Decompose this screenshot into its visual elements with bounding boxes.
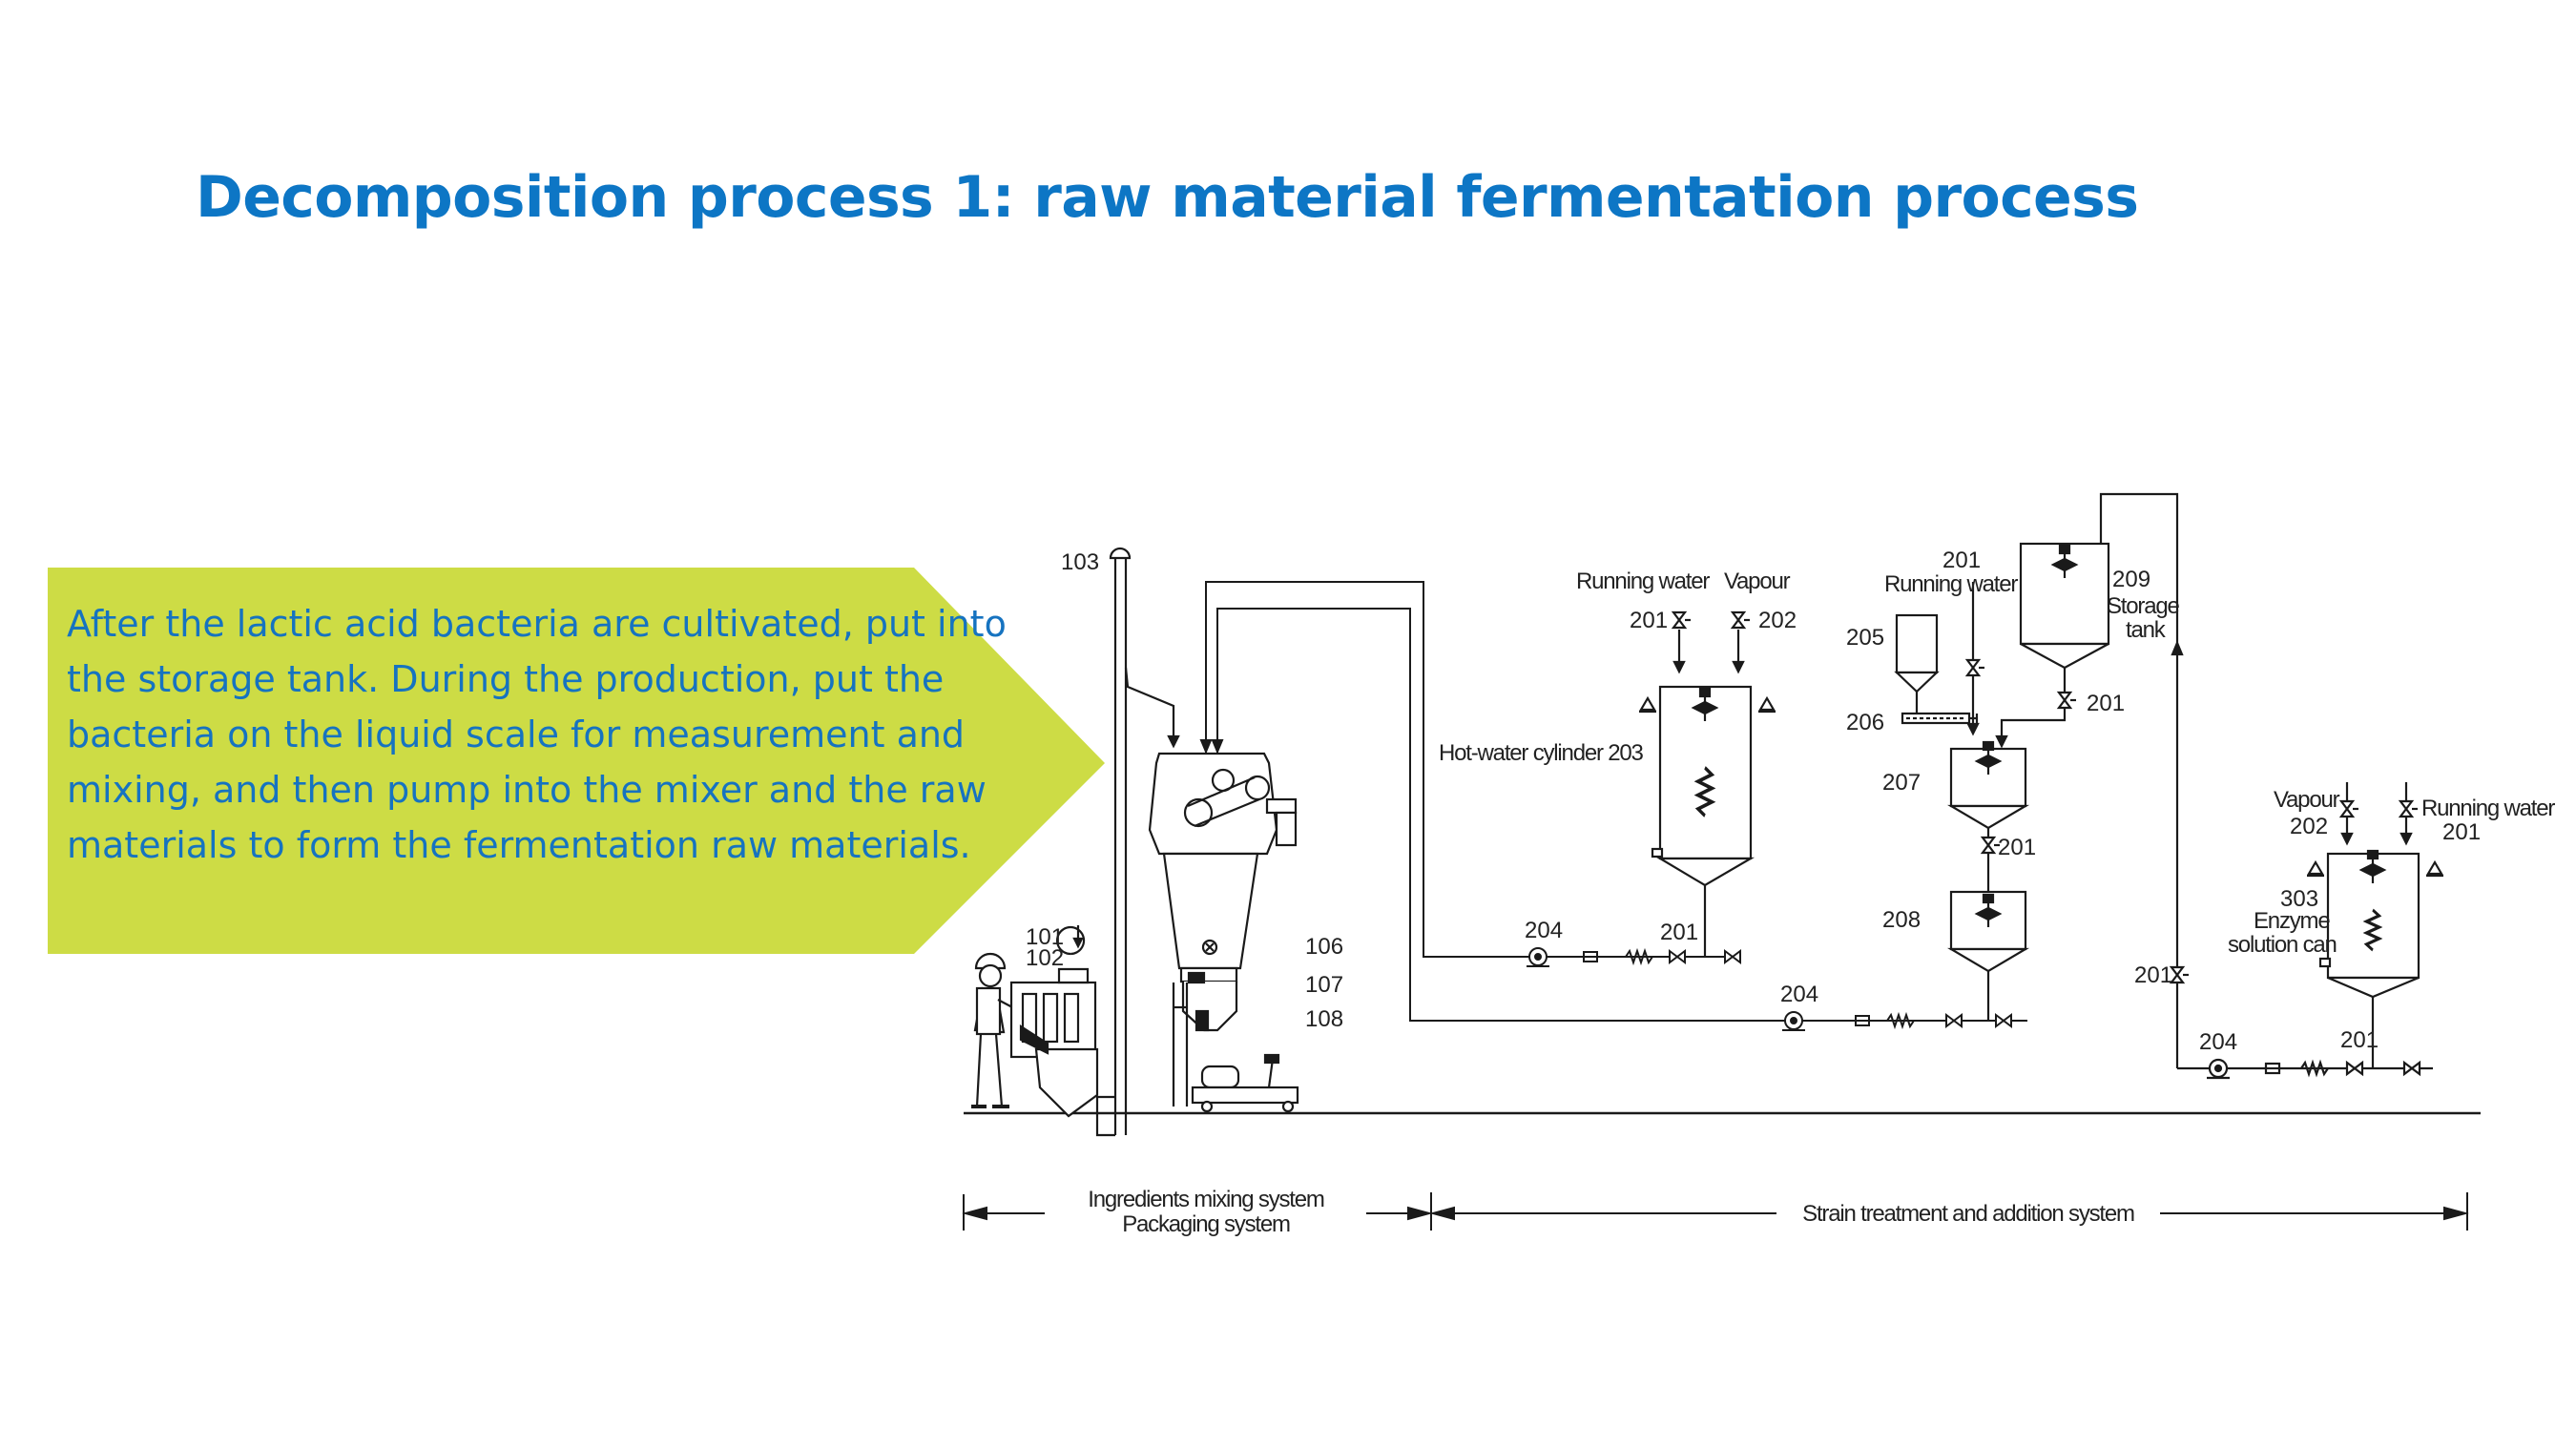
label-205: 205 (1846, 625, 1884, 651)
hot-water-cylinder-203 (1637, 610, 1777, 957)
label-201-g: 201 (2134, 962, 2172, 988)
label-packaging-system: Packaging system (1122, 1211, 1290, 1237)
label-hot-water-cylinder: Hot-water cylinder 203 (1439, 740, 1644, 766)
label-vapour-2: Vapour (2274, 787, 2340, 813)
label-202-a: 202 (1758, 608, 1797, 633)
label-207: 207 (1882, 770, 1921, 796)
label-103: 103 (1061, 549, 1099, 575)
storage-tank-209 (1995, 492, 2191, 1068)
label-204-b: 204 (1780, 982, 1818, 1007)
label-201-f: 201 (2442, 819, 2481, 845)
hopper-101-102 (1009, 925, 1099, 1118)
label-strain-treatment-system: Strain treatment and addition system (1802, 1201, 2134, 1227)
enzyme-can-303 (2177, 782, 2445, 1080)
label-101: 101 (1026, 924, 1064, 950)
label-102: 102 (1026, 945, 1064, 971)
label-106: 106 (1305, 934, 1343, 960)
dimension-line (962, 1192, 2469, 1231)
label-running-water-1: Running water (1576, 569, 1710, 594)
label-206: 206 (1846, 710, 1884, 735)
label-running-water-3: Running water (2421, 796, 2555, 821)
mixer-106 (1148, 752, 1298, 1107)
label-201-a: 201 (1630, 608, 1668, 633)
label-108: 108 (1305, 1006, 1343, 1032)
description-callout: After the lactic acid bacteria are culti… (48, 568, 1105, 954)
page-title: Decomposition process 1: raw material fe… (196, 164, 2139, 231)
label-201-d: 201 (1998, 835, 2036, 860)
label-storage: Storage (2107, 593, 2180, 619)
label-vapour-1: Vapour (1724, 569, 1791, 594)
label-ingredients-mixing-system: Ingredients mixing system (1088, 1187, 1324, 1212)
label-tank: tank (2126, 617, 2167, 643)
tank-205-207-208 (1894, 582, 2030, 1021)
label-201-e: 201 (2087, 691, 2125, 716)
label-208: 208 (1882, 907, 1921, 933)
callout-arrow-shape (48, 568, 1105, 954)
packaging-scale (1191, 1053, 1299, 1113)
callout-text: After the lactic acid bacteria are culti… (67, 603, 1007, 866)
elevator-103 (1095, 547, 1180, 1137)
label-209: 209 (2112, 567, 2150, 592)
label-204-c: 204 (2199, 1029, 2237, 1055)
label-107: 107 (1305, 972, 1343, 998)
label-303: 303 (2280, 886, 2318, 912)
label-201-b: 201 (1660, 920, 1698, 945)
label-204-a: 204 (1525, 918, 1563, 943)
label-201-c: 201 (1942, 548, 1981, 573)
label-enzyme: Enzyme (2254, 908, 2330, 934)
label-201-h: 201 (2340, 1027, 2379, 1053)
label-solution-can: solution can (2228, 932, 2337, 958)
feed-pipes (1199, 581, 2027, 1032)
label-running-water-2: Running water (1884, 571, 2018, 597)
worker-figure (971, 952, 1043, 1108)
label-202-b: 202 (2290, 814, 2328, 839)
